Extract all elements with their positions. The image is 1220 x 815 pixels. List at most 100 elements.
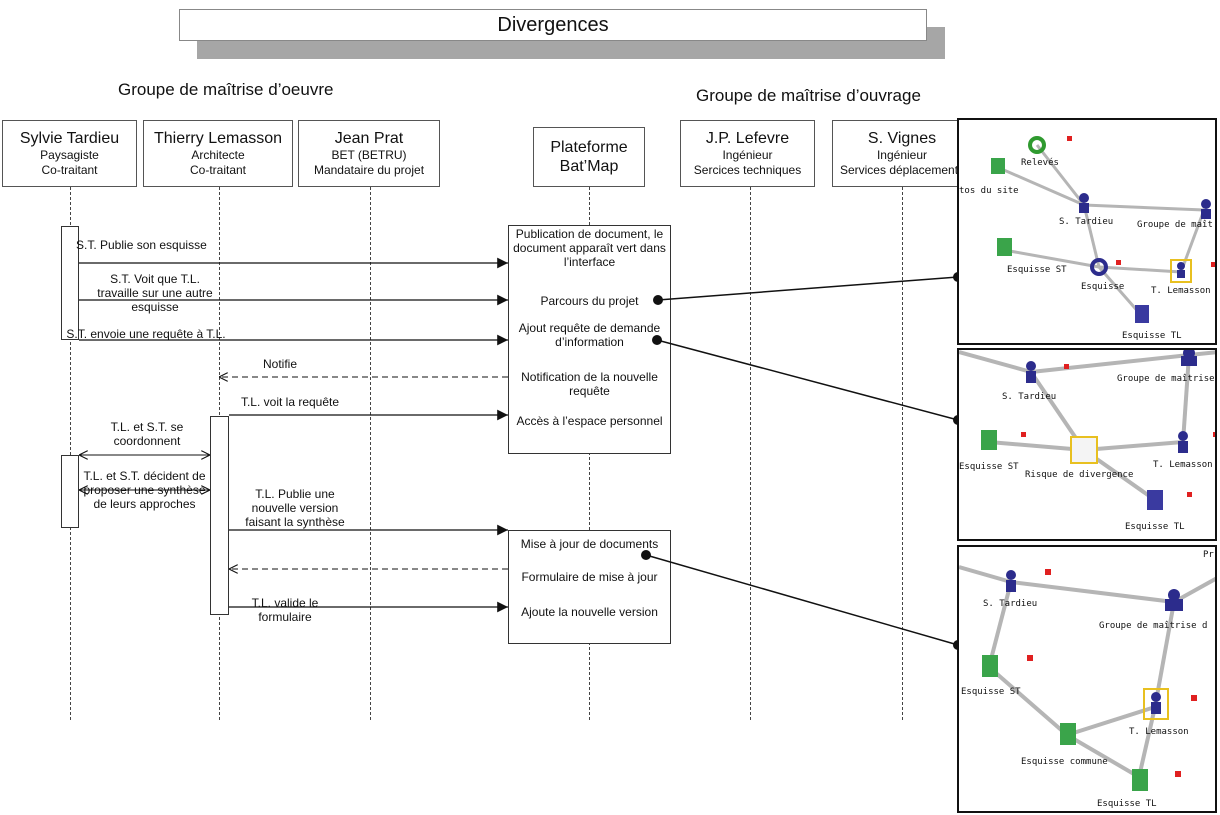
platform-step: Mise à jour de documents <box>520 537 659 551</box>
node-label: S. Tardieu <box>1002 392 1057 402</box>
platform-step: Ajoute la nouvelle version <box>521 605 658 619</box>
screenshot-panel-1: Relevés tos du site S. Tardieu Groupe de… <box>957 118 1217 345</box>
node-label: Esquisse ST <box>1007 265 1067 275</box>
actor-status: Sercices techniques <box>693 163 802 177</box>
connector-panel-1 <box>657 276 959 301</box>
badge-icon <box>1064 364 1069 369</box>
lifeline-vignes <box>902 187 903 720</box>
node-label: Relevés <box>1021 158 1059 168</box>
message-label: S.T. envoie une requête à T.L. <box>66 327 226 341</box>
badge-icon <box>1067 136 1072 141</box>
person-icon <box>1178 431 1188 441</box>
releves-node-icon <box>1028 136 1046 154</box>
lifeline-tardieu <box>70 187 71 720</box>
connector-panel-2 <box>656 339 959 421</box>
document-icon <box>1135 305 1149 323</box>
actor-role: BET (BETRU) <box>331 148 407 162</box>
actor-role: Architecte <box>191 148 245 162</box>
person-icon <box>1201 199 1211 209</box>
activation-lemasson <box>210 416 229 615</box>
actor-sylvie-tardieu: Sylvie Tardieu Paysagiste Co-traitant <box>2 120 137 187</box>
node-label: Pr <box>1203 550 1214 560</box>
platform-step: Accès à l’espace personnel <box>516 414 663 428</box>
node-label: Groupe de maîtrise d <box>1099 621 1208 631</box>
platform-step: Formulaire de mise à jour <box>521 570 658 584</box>
message-label: T.L. et S.T. se coordonnent <box>110 420 184 448</box>
actor-jean-prat: Jean Prat BET (BETRU) Mandataire du proj… <box>298 120 440 187</box>
actor-name: J.P. Lefevre <box>705 130 790 147</box>
badge-icon <box>1187 492 1192 497</box>
actor-s-vignes: S. Vignes Ingénieur Services déplacement… <box>832 120 972 187</box>
connector-dot <box>653 295 663 305</box>
actor-role: Ingénieur <box>722 148 773 162</box>
node-label: Esquisse commune <box>1021 757 1108 767</box>
actor-name: Sylvie Tardieu <box>19 130 120 147</box>
esquisse-node-icon <box>1090 258 1108 276</box>
actor-name: S. Vignes <box>867 130 937 147</box>
node-label: S. Tardieu <box>983 599 1038 609</box>
node-label: Groupe de maît <box>1137 220 1213 230</box>
platform-step: Parcours du projet <box>540 294 639 308</box>
badge-icon <box>1027 655 1033 661</box>
lifeline-lefevre <box>750 187 751 720</box>
badge-icon <box>1116 260 1121 265</box>
document-icon <box>1132 769 1148 791</box>
document-icon <box>1147 490 1163 510</box>
node-label: T. Lemasson <box>1151 286 1211 296</box>
lifeline-prat <box>370 187 371 720</box>
badge-icon <box>1191 695 1197 701</box>
node-label: Esquisse <box>1081 282 1125 292</box>
node-label: tos du site <box>959 186 1019 196</box>
graph-edges <box>991 136 1215 323</box>
person-icon <box>1177 262 1185 270</box>
node-label: T. Lemasson <box>1153 460 1213 470</box>
actor-name: Plateforme <box>550 139 628 156</box>
highlight-icon <box>1143 688 1169 720</box>
platform-box-2 <box>508 530 671 644</box>
screenshot-panel-2: S. Tardieu Groupe de maîtrise Esquisse S… <box>957 348 1217 541</box>
actor-status: Co-traitant <box>41 163 98 177</box>
message-label: S.T. Publie son esquisse <box>76 238 207 252</box>
highlight-icon <box>1170 259 1192 283</box>
connector-dot <box>652 335 662 345</box>
actor-thierry-lemasson: Thierry Lemasson Architecte Co-traitant <box>143 120 293 187</box>
node-label: Esquisse ST <box>961 687 1021 697</box>
node-label: T. Lemasson <box>1129 727 1189 737</box>
actor-status: Mandataire du projet <box>313 163 425 177</box>
graph-edges <box>959 565 1215 791</box>
actor-role: Ingénieur <box>876 148 928 162</box>
group-label-moa: Groupe de maîtrise d’ouvrage <box>696 86 921 105</box>
person-icon <box>1151 692 1161 702</box>
graph-edges <box>959 350 1215 510</box>
node-label: Groupe de maîtrise <box>1117 374 1215 384</box>
document-icon <box>981 430 997 450</box>
screenshot-panel-3: Pr S. Tardieu Groupe de maîtrise d Esqui… <box>957 545 1217 813</box>
document-icon <box>991 158 1005 174</box>
group-label-moe: Groupe de maîtrise d’oeuvre <box>118 80 334 99</box>
platform-step: Notification de la nouvelle requête <box>521 370 658 398</box>
badge-icon <box>1213 432 1215 437</box>
message-label: T.L. voit la requête <box>240 395 340 409</box>
group-icon <box>1168 589 1180 601</box>
document-icon <box>1060 723 1076 745</box>
node-label: S. Tardieu <box>1059 217 1114 227</box>
message-label: S.T. Voit que T.L. travaille sur une aut… <box>97 272 213 314</box>
risk-icon <box>1070 436 1098 464</box>
node-label: Esquisse TL <box>1097 799 1157 809</box>
platform-step: Ajout requête de demande d’information <box>518 321 661 349</box>
actor-name: Thierry Lemasson <box>153 130 283 147</box>
badge-icon <box>1045 569 1051 575</box>
document-icon <box>982 655 998 677</box>
person-icon <box>1026 361 1036 371</box>
node-label: Esquisse TL <box>1125 522 1185 532</box>
document-icon <box>997 238 1012 256</box>
actor-subname: Bat’Map <box>559 158 619 175</box>
node-label: Esquisse TL <box>1122 331 1182 341</box>
person-icon <box>1079 193 1089 203</box>
platform-box-1 <box>508 225 671 454</box>
activation-tardieu-1 <box>61 226 79 340</box>
badge-icon <box>1021 432 1026 437</box>
platform-step: Publication de document, le document app… <box>513 227 666 269</box>
badge-icon <box>1211 262 1215 267</box>
actor-role: Paysagiste <box>40 148 99 162</box>
